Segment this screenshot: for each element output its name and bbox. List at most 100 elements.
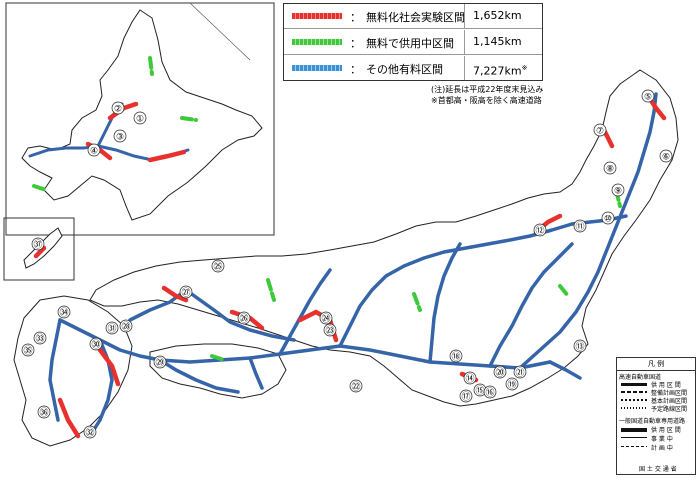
legend-colon: ： <box>350 11 361 24</box>
route-marker-label: ⑬ <box>575 342 584 353</box>
legend-colon: ： <box>350 37 361 50</box>
route-marker-label: ⑰ <box>461 392 470 403</box>
toll-expressway-network <box>48 92 658 438</box>
route-marker-circle <box>505 377 519 391</box>
route-marker-circle <box>323 323 337 337</box>
route-marker-circle <box>573 219 587 233</box>
footnote-exclusion: ※首都高・阪高を除く高速道路 <box>431 96 542 105</box>
route-marker-label: ⑫ <box>535 226 544 237</box>
route-marker-label: ⑥ <box>662 153 670 163</box>
route-marker-label: ④ <box>90 147 98 157</box>
route-marker-label: ㉑ <box>515 368 524 379</box>
key-line-open <box>621 383 647 386</box>
route-marker-label: ⑦ <box>596 127 604 137</box>
route-marker-circle <box>89 337 103 351</box>
key-line-basic <box>621 399 647 401</box>
legend-label: その他有料区間 <box>366 63 443 76</box>
route-marker-circle <box>31 237 45 251</box>
route-marker-circle <box>601 211 615 225</box>
route-marker-circle <box>449 349 463 363</box>
route-marker-circle <box>37 405 51 419</box>
key-footer: 国 土 交 通 省 <box>639 466 677 473</box>
route-marker-label: ⑯ <box>485 388 494 399</box>
route-marker-label: ㉓ <box>325 326 334 337</box>
route-marker-label: ㉜ <box>85 428 94 439</box>
legend-row-free-experiment: ： 無料化社会実験区間 1,652km <box>284 4 542 29</box>
route-marker-circle <box>593 123 607 137</box>
route-marker-circle <box>113 129 127 143</box>
route-marker-label: ② <box>114 105 122 115</box>
route-marker-circle <box>57 305 71 319</box>
route-marker-circle <box>211 259 225 273</box>
route-marker-circle <box>105 321 119 335</box>
route-marker-circle <box>83 425 97 439</box>
route-marker-label: ⑮ <box>475 386 484 397</box>
legend-swatch-green <box>292 39 342 45</box>
route-marker-circle <box>573 339 587 353</box>
route-marker-circle <box>349 379 363 393</box>
route-marker-circle <box>603 161 617 175</box>
route-marker-label: ⑲ <box>507 380 516 391</box>
key-item: 供 用 区 間 <box>651 427 681 434</box>
route-marker-label: ⑱ <box>451 352 460 363</box>
route-marker-circle <box>483 385 497 399</box>
route-marker-label: ㉚ <box>91 340 100 351</box>
route-marker-circle <box>133 111 147 125</box>
legend-label: 無料で供用中区間 <box>366 37 454 50</box>
route-marker-circle <box>493 365 507 379</box>
route-marker-circle <box>237 311 251 325</box>
inset-divider <box>189 2 251 61</box>
route-marker-label: ㊲ <box>33 240 42 251</box>
route-marker-label: ㉛ <box>107 324 116 335</box>
route-marker-circle <box>33 331 47 345</box>
route-marker-label: ㉝ <box>35 334 44 345</box>
route-marker-label: ⑨ <box>614 187 622 197</box>
key-line-national-open <box>621 428 647 432</box>
route-marker-circle <box>87 143 101 157</box>
route-marker-circle <box>111 101 125 115</box>
legend-value: 1,652km <box>464 4 522 28</box>
route-marker-label: ㉗ <box>181 288 190 299</box>
legend-value: 7,227km※ <box>464 56 527 80</box>
legend-row-toll: ： その他有料区間 7,227km※ <box>284 56 542 80</box>
key-item: 事 業 中 <box>651 436 673 443</box>
route-marker-label: ⑪ <box>575 222 584 233</box>
road-type-key: 凡 例 高速自動車国道 供 用 区 間 整備計画区間 基本計画区間 予定路線区間… <box>616 357 696 475</box>
legend-label: 無料化社会実験区間 <box>366 11 465 24</box>
key-line-national-plan <box>621 446 647 447</box>
route-marker-circle <box>659 149 673 163</box>
key-item: 基本計画区間 <box>651 398 688 405</box>
route-marker-label: ㉘ <box>121 322 130 333</box>
legend-row-free: ： 無料で供用中区間 1,145km <box>284 30 542 55</box>
key-group-national: 一般国道自動車専用道路 <box>619 418 686 425</box>
key-title: 凡 例 <box>617 358 695 371</box>
key-item: 予定路線区間 <box>651 406 688 413</box>
legend-footnote-mark: ※ <box>521 64 528 72</box>
route-marker-circle <box>533 223 547 237</box>
okinawa-inset-frame <box>3 217 75 281</box>
route-marker-circle <box>513 365 527 379</box>
legend-value-text: 7,227km <box>473 64 522 78</box>
route-marker-label: ㊱ <box>39 408 48 419</box>
hokkaido-inset-frame <box>5 2 275 236</box>
route-marker-circle <box>319 311 333 325</box>
route-marker-label: ㉕ <box>213 262 222 273</box>
route-marker-circle <box>153 355 167 369</box>
route-marker-circle <box>119 319 133 333</box>
route-marker-label: ㉞ <box>59 308 68 319</box>
route-marker-label: ㉔ <box>321 314 330 325</box>
key-line-planned <box>621 407 647 409</box>
key-item: 整備計画区間 <box>651 390 688 397</box>
route-marker-label: ① <box>136 115 144 125</box>
route-marker-label: ⑭ <box>465 374 474 385</box>
key-item: 供 用 区 間 <box>651 382 681 389</box>
legend-value: 1,145km <box>464 30 522 54</box>
route-marker-circle <box>21 343 35 357</box>
map-legend: ： 無料化社会実験区間 1,652km ： 無料で供用中区間 1,145km ：… <box>283 3 543 81</box>
route-marker-label: ③ <box>116 133 124 143</box>
route-marker-label: ㉖ <box>239 314 248 325</box>
honshu-land <box>89 69 679 407</box>
key-group-expressway: 高速自動車国道 <box>619 374 662 381</box>
